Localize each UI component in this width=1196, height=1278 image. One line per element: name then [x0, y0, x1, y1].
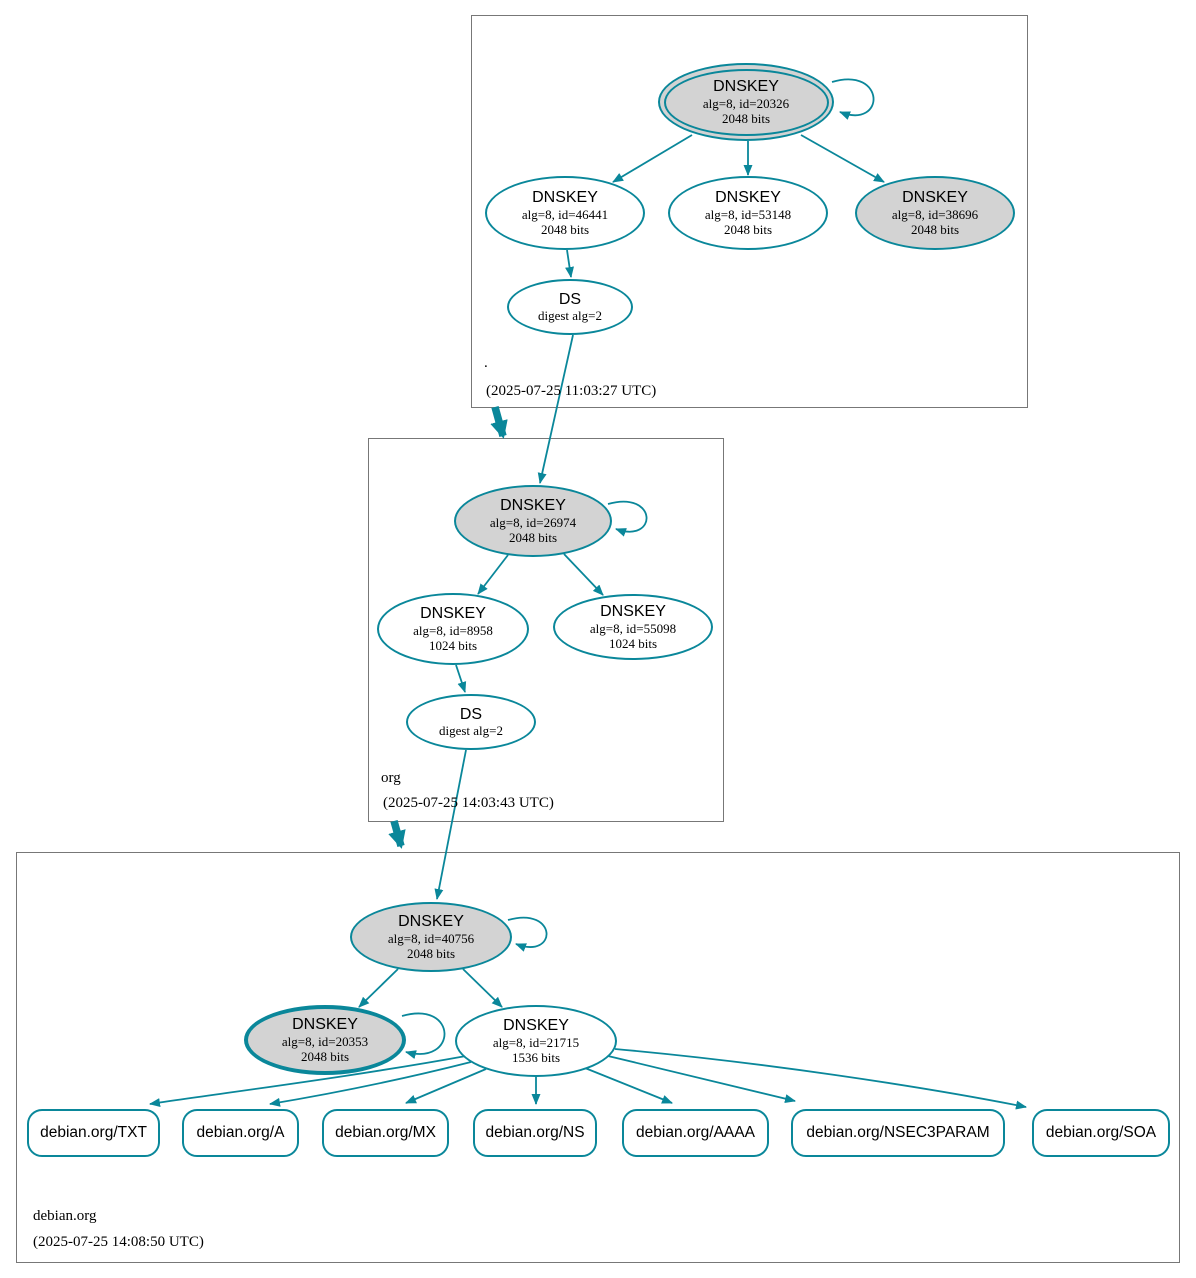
- zone-box-org: [368, 438, 724, 822]
- zone-timestamp-root: (2025-07-25 11:03:27 UTC): [486, 383, 657, 399]
- edge-delegation-root-to-org: [490, 406, 508, 439]
- node-title: DNSKEY: [420, 604, 486, 622]
- node-detail: 2048 bits: [406, 945, 456, 961]
- edge-zsk-21715-to-rrset-aaaa: [584, 1067, 673, 1104]
- dnskey-node-org-zsk-8958[interactable]: DNSKEY alg=8, id=8958 1024 bits: [377, 593, 529, 665]
- node-detail: alg=8, id=38696: [891, 206, 979, 222]
- node-title: DNSKEY: [398, 912, 464, 930]
- edge-root-ksk-to-key-38696: [800, 134, 885, 183]
- rrset-label: debian.org/MX: [335, 1124, 436, 1141]
- edge-zsk-46441-to-ds: [565, 249, 574, 278]
- edge-org-ksk-self-sign: [607, 500, 648, 537]
- node-title: DNSKEY: [500, 496, 566, 514]
- rrset-debian-org-mx[interactable]: debian.org/MX: [322, 1109, 449, 1157]
- edge-zsk-21715-to-rrset-a: [269, 1061, 472, 1107]
- rrset-debian-org-a[interactable]: debian.org/A: [182, 1109, 299, 1157]
- rrset-label: debian.org/AAAA: [636, 1124, 755, 1141]
- edge-debian-ksk-to-zsk-21715: [462, 968, 503, 1008]
- rrset-debian-org-soa[interactable]: debian.org/SOA: [1032, 1109, 1170, 1157]
- dnskey-node-debian-key-20353[interactable]: DNSKEY alg=8, id=20353 2048 bits: [244, 1005, 406, 1075]
- node-detail: alg=8, id=40756: [387, 930, 475, 946]
- dnskey-node-org-key-55098[interactable]: DNSKEY alg=8, id=55098 1024 bits: [553, 594, 713, 660]
- edge-root-ds-to-org-ksk: [537, 334, 574, 484]
- node-detail: alg=8, id=20353: [281, 1033, 369, 1049]
- dnskey-node-debian-ksk-40756[interactable]: DNSKEY alg=8, id=40756 2048 bits: [350, 902, 512, 972]
- edge-debian-ksk-self-sign: [507, 916, 548, 952]
- rrset-label: debian.org/A: [196, 1124, 285, 1141]
- edge-delegation-org-to-debian: [388, 819, 406, 849]
- edge-zsk-21715-to-rrset-nsec3param: [607, 1055, 796, 1104]
- rrset-debian-org-nsec3param[interactable]: debian.org/NSEC3PARAM: [791, 1109, 1005, 1157]
- node-detail: 1024 bits: [428, 637, 478, 653]
- node-detail: alg=8, id=8958: [413, 622, 493, 638]
- rrset-debian-org-txt[interactable]: debian.org/TXT: [27, 1109, 160, 1157]
- rrset-label: debian.org/SOA: [1045, 1124, 1157, 1141]
- node-title: DS: [558, 290, 582, 308]
- node-title: DNSKEY: [902, 188, 968, 206]
- node-title: DNSKEY: [532, 188, 598, 206]
- edge-zsk-21715-to-rrset-txt: [149, 1055, 467, 1107]
- node-detail: digest alg=2: [537, 308, 603, 324]
- edge-org-ksk-to-key-55098: [563, 553, 604, 596]
- rrset-label: debian.org/NS: [485, 1124, 585, 1141]
- node-detail: 2048 bits: [540, 221, 590, 237]
- dnskey-node-root-key-53148[interactable]: DNSKEY alg=8, id=53148 2048 bits: [668, 176, 828, 250]
- edge-key-20353-self-sign: [401, 1012, 446, 1059]
- rrset-debian-org-aaaa[interactable]: debian.org/AAAA: [622, 1109, 769, 1157]
- dnskey-node-debian-zsk-21715[interactable]: DNSKEY alg=8, id=21715 1536 bits: [455, 1005, 617, 1077]
- edge-org-ds-to-debian-ksk: [434, 749, 467, 900]
- zone-label-org: org: [381, 770, 401, 786]
- rrset-label: debian.org/NSEC3PARAM: [806, 1124, 990, 1141]
- node-detail: alg=8, id=26974: [489, 514, 577, 530]
- edge-zsk-8958-to-ds: [455, 664, 467, 693]
- node-title: DS: [459, 705, 483, 723]
- node-detail: alg=8, id=55098: [589, 620, 677, 636]
- node-title: DNSKEY: [503, 1016, 569, 1034]
- edge-root-ksk-self-sign: [831, 78, 875, 120]
- node-detail: 1024 bits: [608, 635, 658, 651]
- ds-node-org[interactable]: DS digest alg=2: [406, 694, 536, 750]
- node-title: DNSKEY: [292, 1015, 358, 1033]
- edge-org-ksk-to-zsk-8958: [477, 554, 509, 595]
- edge-zsk-21715-to-rrset-soa: [614, 1048, 1027, 1110]
- node-detail: alg=8, id=20326: [702, 95, 790, 111]
- node-detail: 2048 bits: [721, 110, 771, 126]
- node-detail: alg=8, id=53148: [704, 206, 792, 222]
- dnskey-node-root-ksk-20326[interactable]: DNSKEY alg=8, id=20326 2048 bits: [658, 63, 834, 141]
- edge-debian-ksk-to-key-20353: [358, 968, 399, 1008]
- ds-node-root[interactable]: DS digest alg=2: [507, 279, 633, 335]
- node-detail: digest alg=2: [438, 723, 504, 739]
- node-detail: 2048 bits: [910, 221, 960, 237]
- edge-zsk-21715-to-rrset-mx: [405, 1068, 487, 1104]
- node-detail: 2048 bits: [723, 221, 773, 237]
- zone-timestamp-debian-org: (2025-07-25 14:08:50 UTC): [33, 1234, 204, 1250]
- zone-label-debian-org: debian.org: [33, 1208, 97, 1224]
- zone-label-root: .: [484, 355, 488, 371]
- node-detail: alg=8, id=21715: [492, 1034, 580, 1050]
- rrset-debian-org-ns[interactable]: debian.org/NS: [473, 1109, 597, 1157]
- rrset-label: debian.org/TXT: [40, 1124, 147, 1141]
- edge-root-ksk-to-zsk-46441: [612, 134, 693, 183]
- dnskey-node-org-ksk-26974[interactable]: DNSKEY alg=8, id=26974 2048 bits: [454, 485, 612, 557]
- zone-timestamp-org: (2025-07-25 14:03:43 UTC): [383, 795, 554, 811]
- zone-box-debian-org: [16, 852, 1180, 1263]
- dnskey-node-root-zsk-46441[interactable]: DNSKEY alg=8, id=46441 2048 bits: [485, 176, 645, 250]
- node-title: DNSKEY: [713, 77, 779, 95]
- node-detail: 1536 bits: [511, 1049, 561, 1065]
- node-detail: 2048 bits: [508, 529, 558, 545]
- node-title: DNSKEY: [715, 188, 781, 206]
- node-detail: alg=8, id=46441: [521, 206, 609, 222]
- dnskey-node-root-key-38696[interactable]: DNSKEY alg=8, id=38696 2048 bits: [855, 176, 1015, 250]
- node-title: DNSKEY: [600, 602, 666, 620]
- node-detail: 2048 bits: [300, 1048, 350, 1064]
- zone-box-root: [471, 15, 1028, 408]
